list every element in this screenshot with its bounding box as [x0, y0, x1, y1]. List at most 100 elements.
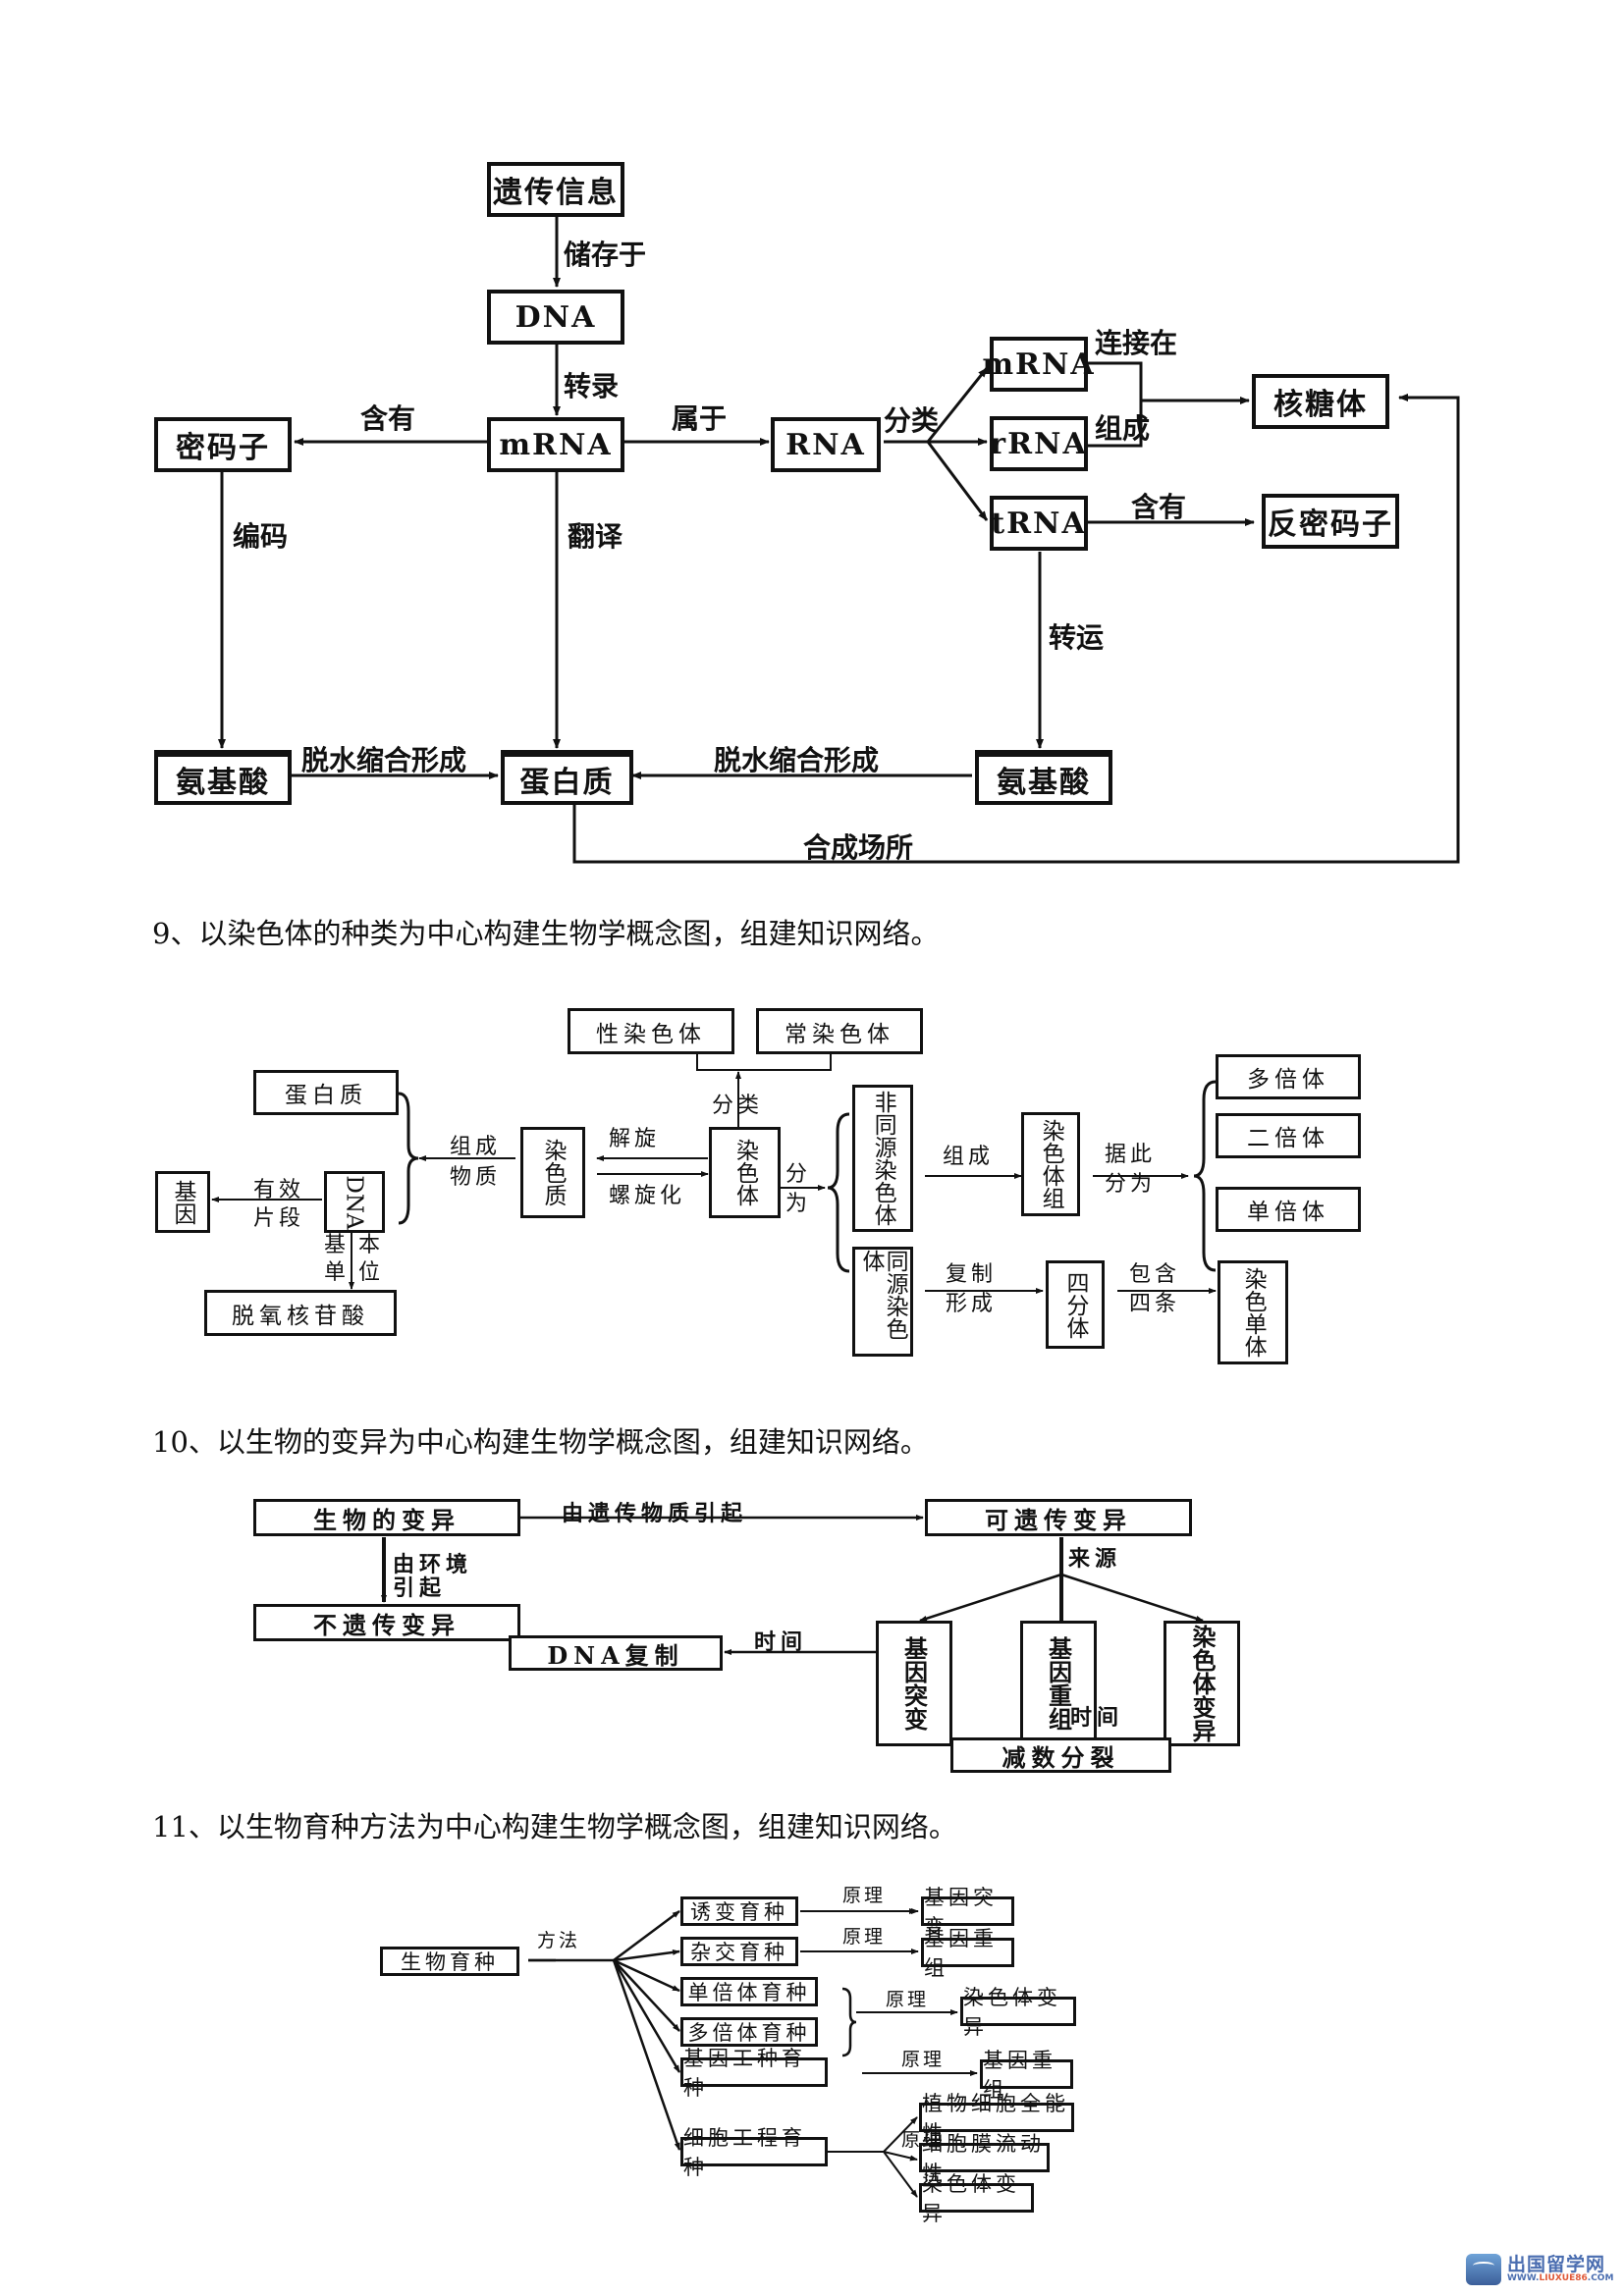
watermark-url-highlight: LIUXUE86 — [1539, 2273, 1588, 2283]
label-transport: 转运 — [1049, 621, 1105, 654]
box-cross-breeding: 杂交育种 — [680, 1937, 798, 1966]
label-accordingly-1: 据此 — [1105, 1143, 1157, 1167]
q9-connectors — [211, 1054, 1217, 1294]
box-rna: RNA — [771, 417, 881, 472]
box-variation: 生物的变异 — [253, 1499, 520, 1536]
label-classify: 分类 — [884, 404, 940, 437]
box-autosome: 常染色体 — [756, 1008, 923, 1054]
box-chromosome-set: 染色体组 — [1021, 1112, 1080, 1216]
box-gene-recombination-q11-2: 基因重组 — [980, 2049, 1073, 2102]
label-contains-2: 四条 — [1129, 1292, 1181, 1316]
box-chromosome-variation-q11-1: 染色体变异 — [960, 1986, 1076, 2039]
box-dna-q9: DNA — [324, 1171, 385, 1233]
label-basic-unit-1: 基 — [324, 1233, 351, 1257]
label-contains-1: 包含 — [1129, 1262, 1181, 1287]
box-amino-acid-left: 氨基酸 — [154, 750, 292, 805]
box-deoxynucleotide: 脱氧核苷酸 — [204, 1290, 397, 1336]
label-spiralize: 螺旋化 — [609, 1184, 686, 1208]
box-genetic-info: 遗传信息 — [487, 162, 624, 217]
label-principle-3: 原理 — [886, 1989, 930, 2010]
label-encodes: 编码 — [233, 520, 289, 553]
globe-hat-icon — [1466, 2254, 1501, 2285]
box-non-homologous: 非同源染色体 — [852, 1085, 913, 1232]
watermark-logo: 出国留学网 WWW.LIUXUE86.COM — [1466, 2254, 1613, 2285]
watermark-url: WWW.LIUXUE86.COM — [1507, 2274, 1613, 2283]
label-dehydration-right: 脱水缩合形成 — [714, 744, 880, 776]
box-amino-acid-right: 氨基酸 — [975, 750, 1112, 805]
label-basic-unit-4: 位 — [358, 1260, 385, 1285]
q11-heading: 11、以生物育种方法为中心构建生物学概念图，组建知识网络。 — [152, 1810, 957, 1843]
label-transcription: 转录 — [564, 370, 620, 402]
box-tetrad: 四分体 — [1046, 1260, 1105, 1349]
label-divided-2: 为 — [785, 1192, 812, 1216]
label-by-environment-1: 由环境 — [393, 1552, 473, 1577]
box-anticodon: 反密码子 — [1262, 494, 1399, 549]
label-by-environment-2: 引起 — [393, 1575, 447, 1601]
box-trna: tRNA — [990, 496, 1088, 551]
box-chromosome: 染色体 — [709, 1127, 781, 1218]
box-mrna-type: mRNA — [982, 337, 1094, 392]
label-classify-q9: 分类 — [712, 1094, 764, 1118]
box-haploid-breeding: 单倍体育种 — [680, 1977, 818, 2006]
box-dna-replication: DNA复制 — [509, 1635, 723, 1671]
label-method: 方法 — [537, 1930, 581, 1951]
box-gene-mutation-q11: 基因突变 — [921, 1886, 1014, 1939]
box-non-heritable: 不遗传变异 — [253, 1604, 520, 1641]
box-dna: DNA — [487, 290, 624, 345]
box-breeding: 生物育种 — [380, 1947, 519, 1976]
box-polyploid: 多倍体 — [1216, 1054, 1361, 1099]
box-polyploid-breeding: 多倍体育种 — [680, 2017, 818, 2047]
label-attached-to: 连接在 — [1095, 327, 1178, 359]
label-contains-right: 含有 — [1131, 491, 1187, 523]
box-meiosis: 减数分裂 — [950, 1737, 1171, 1773]
label-time-left: 时间 — [754, 1629, 808, 1655]
q9-heading: 9、以染色体的种类为中心构建生物学概念图，组建知识网络。 — [152, 917, 940, 950]
box-mrna: mRNA — [487, 417, 624, 472]
label-source: 来源 — [1068, 1546, 1122, 1572]
box-gene-recombination: 基因重组 — [1020, 1621, 1097, 1746]
box-chromosome-variation-q11-2: 染色体变异 — [919, 2172, 1034, 2225]
box-gene: 基因 — [155, 1171, 210, 1233]
label-basic-unit-2: 单 — [324, 1260, 351, 1285]
label-replicate-2: 形成 — [946, 1292, 998, 1316]
label-dehydration-left: 脱水缩合形成 — [301, 744, 467, 776]
label-stored-in: 储存于 — [564, 239, 647, 271]
label-compose-material-2: 物质 — [450, 1165, 502, 1190]
watermark-url-prefix: WWW. — [1507, 2273, 1540, 2283]
label-translation: 翻译 — [568, 520, 623, 553]
label-time-bottom: 时间 — [1070, 1705, 1124, 1731]
label-principle-5: 原理 — [901, 2129, 946, 2151]
label-divided-1: 分 — [785, 1162, 812, 1187]
box-cell-eng-breeding: 细胞工程育种 — [680, 2126, 828, 2179]
label-contains-left: 含有 — [360, 402, 416, 435]
label-composes: 组成 — [1095, 412, 1151, 445]
box-mutation-breeding: 诱变育种 — [680, 1896, 798, 1926]
label-belongs-to: 属于 — [672, 402, 728, 435]
box-sex-chromosome: 性染色体 — [568, 1008, 734, 1054]
label-unwind: 解旋 — [609, 1127, 661, 1151]
box-rrna: rRNA — [990, 416, 1088, 471]
watermark-name: 出国留学网 — [1507, 2254, 1606, 2275]
label-compose-material-1: 组成 — [450, 1135, 502, 1159]
label-accordingly-2: 分为 — [1105, 1172, 1157, 1197]
box-membrane-fluidity: 细胞膜流动性 — [919, 2132, 1050, 2185]
label-replicate-1: 复制 — [946, 1262, 998, 1287]
q11-result-connectors — [800, 1908, 978, 2198]
q10-heading: 10、以生物的变异为中心构建生物学概念图，组建知识网络。 — [152, 1425, 929, 1459]
box-heritable: 可遗传变异 — [925, 1499, 1192, 1536]
box-gene-mutation: 基因突变 — [876, 1621, 952, 1746]
q11-connectors — [528, 1908, 917, 2151]
box-gene-recombination-q11-1: 基因重组 — [921, 1927, 1014, 1980]
box-chromatin: 染色质 — [520, 1127, 585, 1218]
label-principle-4: 原理 — [901, 2049, 946, 2070]
box-chromatid: 染色单体 — [1218, 1260, 1288, 1364]
box-genetic-eng-breeding: 基因工种育种 — [680, 2047, 828, 2100]
box-haploid: 单倍体 — [1216, 1187, 1361, 1232]
box-protein-q9: 蛋白质 — [253, 1070, 399, 1115]
box-ribosome: 核糖体 — [1252, 374, 1389, 429]
label-basic-unit-3: 本 — [358, 1233, 385, 1257]
box-protein: 蛋白质 — [501, 750, 633, 805]
label-compose-q9: 组成 — [943, 1145, 995, 1169]
box-chromosome-variation: 染色体变异 — [1164, 1621, 1240, 1746]
label-by-genetic-material: 由遗传物质引起 — [562, 1501, 748, 1526]
